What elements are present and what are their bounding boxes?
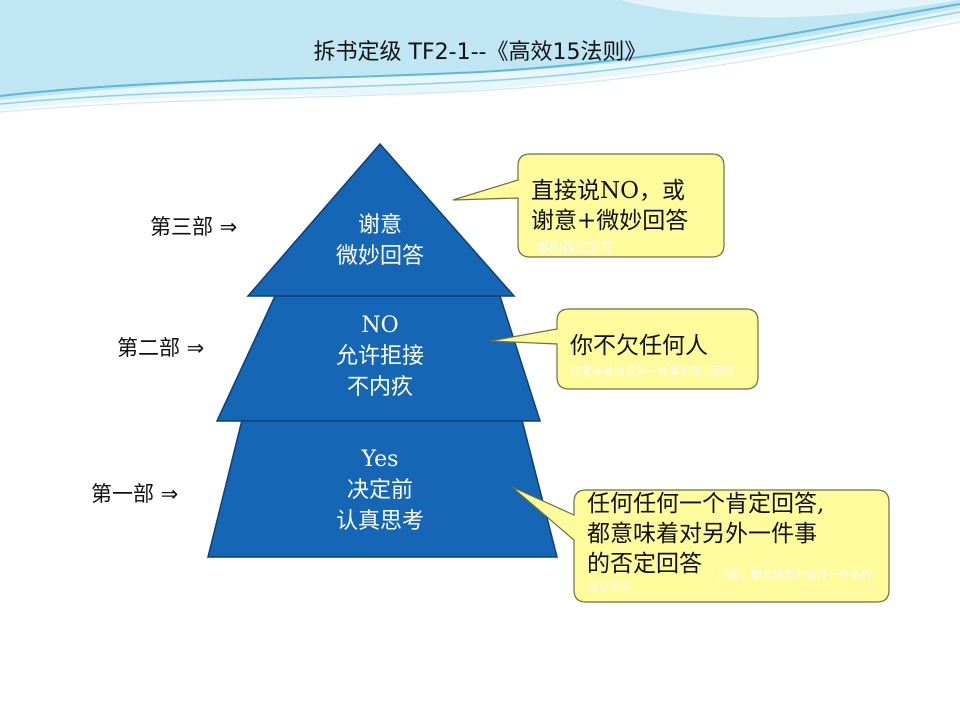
callout-bottom-line-1: 任何任何一个肯定回答, xyxy=(587,491,825,517)
slide-title: 拆书定级 TF2-1--《高效15法则》 xyxy=(313,40,647,65)
callout-bubble-top xyxy=(452,153,725,258)
level-label-first: 第一部 ⇒ xyxy=(91,482,179,506)
callout-bottom-line-3: 的否定回答 xyxy=(587,551,702,577)
tier-bottom-line-3: 认真思考 xyxy=(335,509,424,534)
callout-bubble-middle xyxy=(489,308,759,390)
header-wave-decoration xyxy=(0,0,960,113)
tier-top-line-1: 谢意 xyxy=(357,213,402,238)
callout-bottom-text: 任何任何一个肯定回答, 都意味着对另外一件事 的否定回答 xyxy=(587,489,824,579)
callout-middle-overflow-text: 都意味着对另外一件事的否定回答 xyxy=(570,365,735,378)
tier-middle-text: NO 允许拒接 不内疚 xyxy=(300,310,460,403)
tier-bottom-line-2: 决定前 xyxy=(346,478,413,503)
callout-top-line-1: 直接说NO，或 xyxy=(531,178,685,204)
callout-bottom-line-2: 都意味着对另外一件事 xyxy=(587,521,817,547)
callout-bottom-overflow-text: 回答，都意味着对另外一件事的否定回答 xyxy=(588,568,872,594)
callout-bubble-bottom xyxy=(511,486,890,603)
level-label-second: 第二部 ⇒ xyxy=(117,336,205,360)
callout-top-overflow-text: 事的否定回答 xyxy=(536,241,615,256)
callout-top-line-2: 谢意+微妙回答 xyxy=(531,208,689,234)
tier-middle-line-3: 不内疚 xyxy=(346,375,413,400)
level-label-third: 第三部 ⇒ xyxy=(150,215,238,239)
callout-middle-text: 你不欠任何人 xyxy=(570,331,708,361)
tier-bottom-text: Yes 决定前 认真思考 xyxy=(300,444,460,537)
tier-middle-line-1: NO xyxy=(361,313,399,338)
callout-middle-line-1: 你不欠任何人 xyxy=(570,333,708,359)
tier-top-line-2: 微妙回答 xyxy=(335,244,424,269)
tier-bottom-line-1: Yes xyxy=(361,447,399,472)
callout-top-text: 直接说NO，或 谢意+微妙回答 xyxy=(531,176,688,236)
tier-middle-line-2: 允许拒接 xyxy=(335,344,424,369)
pyramid-tier-top xyxy=(246,142,516,297)
tier-top-text: 谢意 微妙回答 xyxy=(300,210,460,272)
